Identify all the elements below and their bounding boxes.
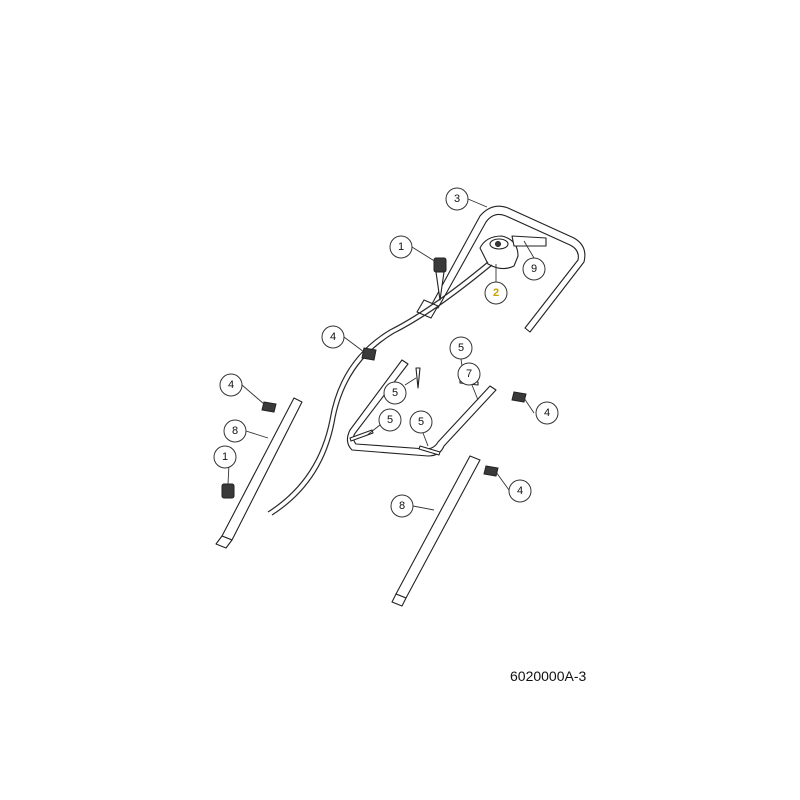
svg-text:4: 4 — [330, 331, 336, 343]
wing-nut-4d — [483, 465, 499, 477]
svg-text:5: 5 — [458, 342, 464, 354]
callout-4-b: 4 — [219, 373, 243, 397]
svg-text:5: 5 — [387, 414, 393, 426]
callout-4-d: 4 — [508, 479, 532, 503]
handle-knob-lower — [221, 483, 235, 499]
svg-text:1: 1 — [398, 241, 404, 253]
svg-text:8: 8 — [399, 500, 405, 512]
callout-9: 9 — [522, 257, 546, 281]
svg-text:5: 5 — [418, 416, 424, 428]
callout-4-a: 4 — [321, 325, 345, 349]
lower-handle-right — [391, 455, 481, 607]
callout-8-left: 8 — [223, 419, 247, 443]
callout-5-c: 5 — [378, 408, 402, 432]
callout-5-a: 5 — [449, 336, 473, 360]
callout-7: 7 — [457, 362, 481, 386]
svg-text:1: 1 — [222, 451, 228, 463]
svg-text:4: 4 — [228, 379, 234, 391]
wing-nut-4b — [261, 401, 277, 413]
callout-2: 2 — [484, 281, 508, 305]
callout-1-lower: 1 — [213, 445, 237, 469]
drawing-number: 6020000A-3 — [510, 668, 587, 684]
lower-handle-left — [215, 397, 303, 549]
svg-text:9: 9 — [531, 263, 537, 275]
svg-text:8: 8 — [232, 425, 238, 437]
wing-nut-4a — [361, 347, 377, 361]
callout-1-upper: 1 — [389, 235, 413, 259]
svg-text:2: 2 — [493, 287, 499, 299]
svg-text:4: 4 — [544, 407, 550, 419]
svg-text:7: 7 — [466, 368, 472, 380]
callout-5-b: 5 — [383, 381, 407, 405]
svg-text:4: 4 — [517, 485, 523, 497]
callout-5-d: 5 — [409, 410, 433, 434]
wing-nut-4c — [511, 391, 527, 403]
callout-8-right: 8 — [390, 494, 414, 518]
callout-4-c: 4 — [535, 401, 559, 425]
bowden-cable-inner — [271, 264, 493, 516]
callout-3: 3 — [445, 187, 469, 211]
control-box — [479, 235, 547, 270]
handle-knob-upper — [433, 257, 447, 301]
svg-text:5: 5 — [392, 387, 398, 399]
bowden-cable — [267, 261, 489, 513]
svg-text:3: 3 — [454, 193, 460, 205]
